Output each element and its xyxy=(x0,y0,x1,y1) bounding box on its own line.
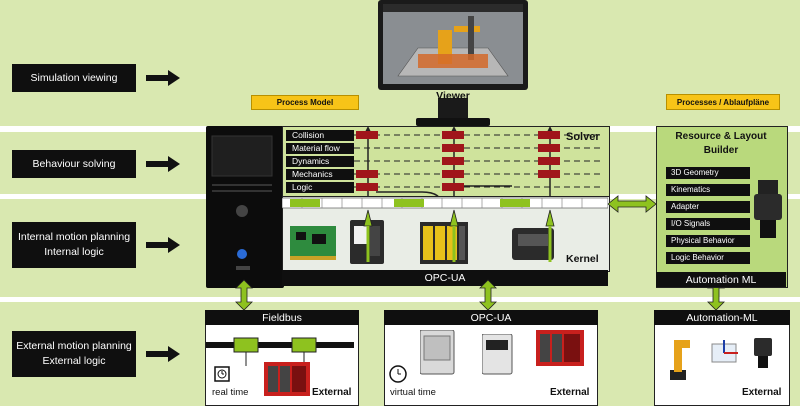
gripper-icon xyxy=(754,180,782,238)
robot-arm-icon xyxy=(670,340,690,380)
arrow-right-icon xyxy=(146,70,180,86)
fieldbus-title: Fieldbus xyxy=(205,310,359,325)
rl-item-kinematics: Kinematics xyxy=(666,184,750,196)
solver-row-collision: Collision xyxy=(286,130,354,141)
opcua-bar: OPC-UA xyxy=(282,270,608,286)
rl-item-physical-behavior: Physical Behavior xyxy=(666,235,750,247)
solver-row-material-flow: Material flow xyxy=(286,143,354,154)
rl-item-io-signals: I/O Signals xyxy=(666,218,750,230)
pc-tower-icon xyxy=(206,126,284,288)
chip-clock-icon xyxy=(214,366,230,382)
gripper-small-icon xyxy=(754,338,772,368)
kernel-memory-strip xyxy=(282,197,608,209)
label-simulation-viewing: Simulation viewing xyxy=(12,64,136,92)
label-external-planning: External motion planning External logic xyxy=(12,331,136,377)
label-behaviour-solving: Behaviour solving xyxy=(12,150,136,178)
processes-tag: Processes / Ablaufpläne xyxy=(666,94,780,110)
opcua-external: External xyxy=(550,387,590,398)
automation-ml-bar: Automation ML xyxy=(656,272,786,287)
oven-icon xyxy=(420,330,455,375)
viewer-monitor-icon xyxy=(378,0,528,126)
solver-row-dynamics: Dynamics xyxy=(286,156,354,167)
rl-item-3d-geometry: 3D Geometry xyxy=(666,167,750,179)
axis-frame-icon xyxy=(711,340,738,363)
automation-ml-title: Automation-ML xyxy=(654,310,790,325)
plc-module-icon xyxy=(420,222,468,264)
kernel-label: Kernel xyxy=(566,253,599,265)
viewer-label: Viewer xyxy=(436,90,470,102)
label-internal-planning: Internal motion planning Internal logic xyxy=(12,222,136,268)
automation-ml-external: External xyxy=(742,387,782,398)
rl-item-adapter: Adapter xyxy=(666,201,750,213)
fieldbus-network xyxy=(206,337,354,396)
opcua-caption: virtual time xyxy=(390,387,436,398)
solver-row-mechanics: Mechanics xyxy=(286,169,354,180)
arrow-right-icon xyxy=(146,346,180,362)
opcua-title: OPC-UA xyxy=(384,310,598,325)
arrow-right-icon xyxy=(146,156,180,172)
rl-item-logic-behavior: Logic Behavior xyxy=(666,252,750,264)
clock-icon xyxy=(389,365,407,383)
io-card-icon xyxy=(290,226,336,260)
controller-box-icon xyxy=(512,228,554,260)
arrow-right-icon xyxy=(146,237,180,253)
printer-icon xyxy=(482,334,513,375)
solver-title: Solver xyxy=(566,131,600,143)
solver-row-logic: Logic xyxy=(286,182,354,193)
fieldbus-caption: real time xyxy=(212,387,249,398)
solver-connections xyxy=(354,126,602,216)
fieldbus-external: External xyxy=(312,387,352,398)
resource-builder-title: Resource & Layout Builder xyxy=(675,131,767,156)
process-model-tag: Process Model xyxy=(251,95,359,110)
plc-red-icon xyxy=(536,330,584,366)
